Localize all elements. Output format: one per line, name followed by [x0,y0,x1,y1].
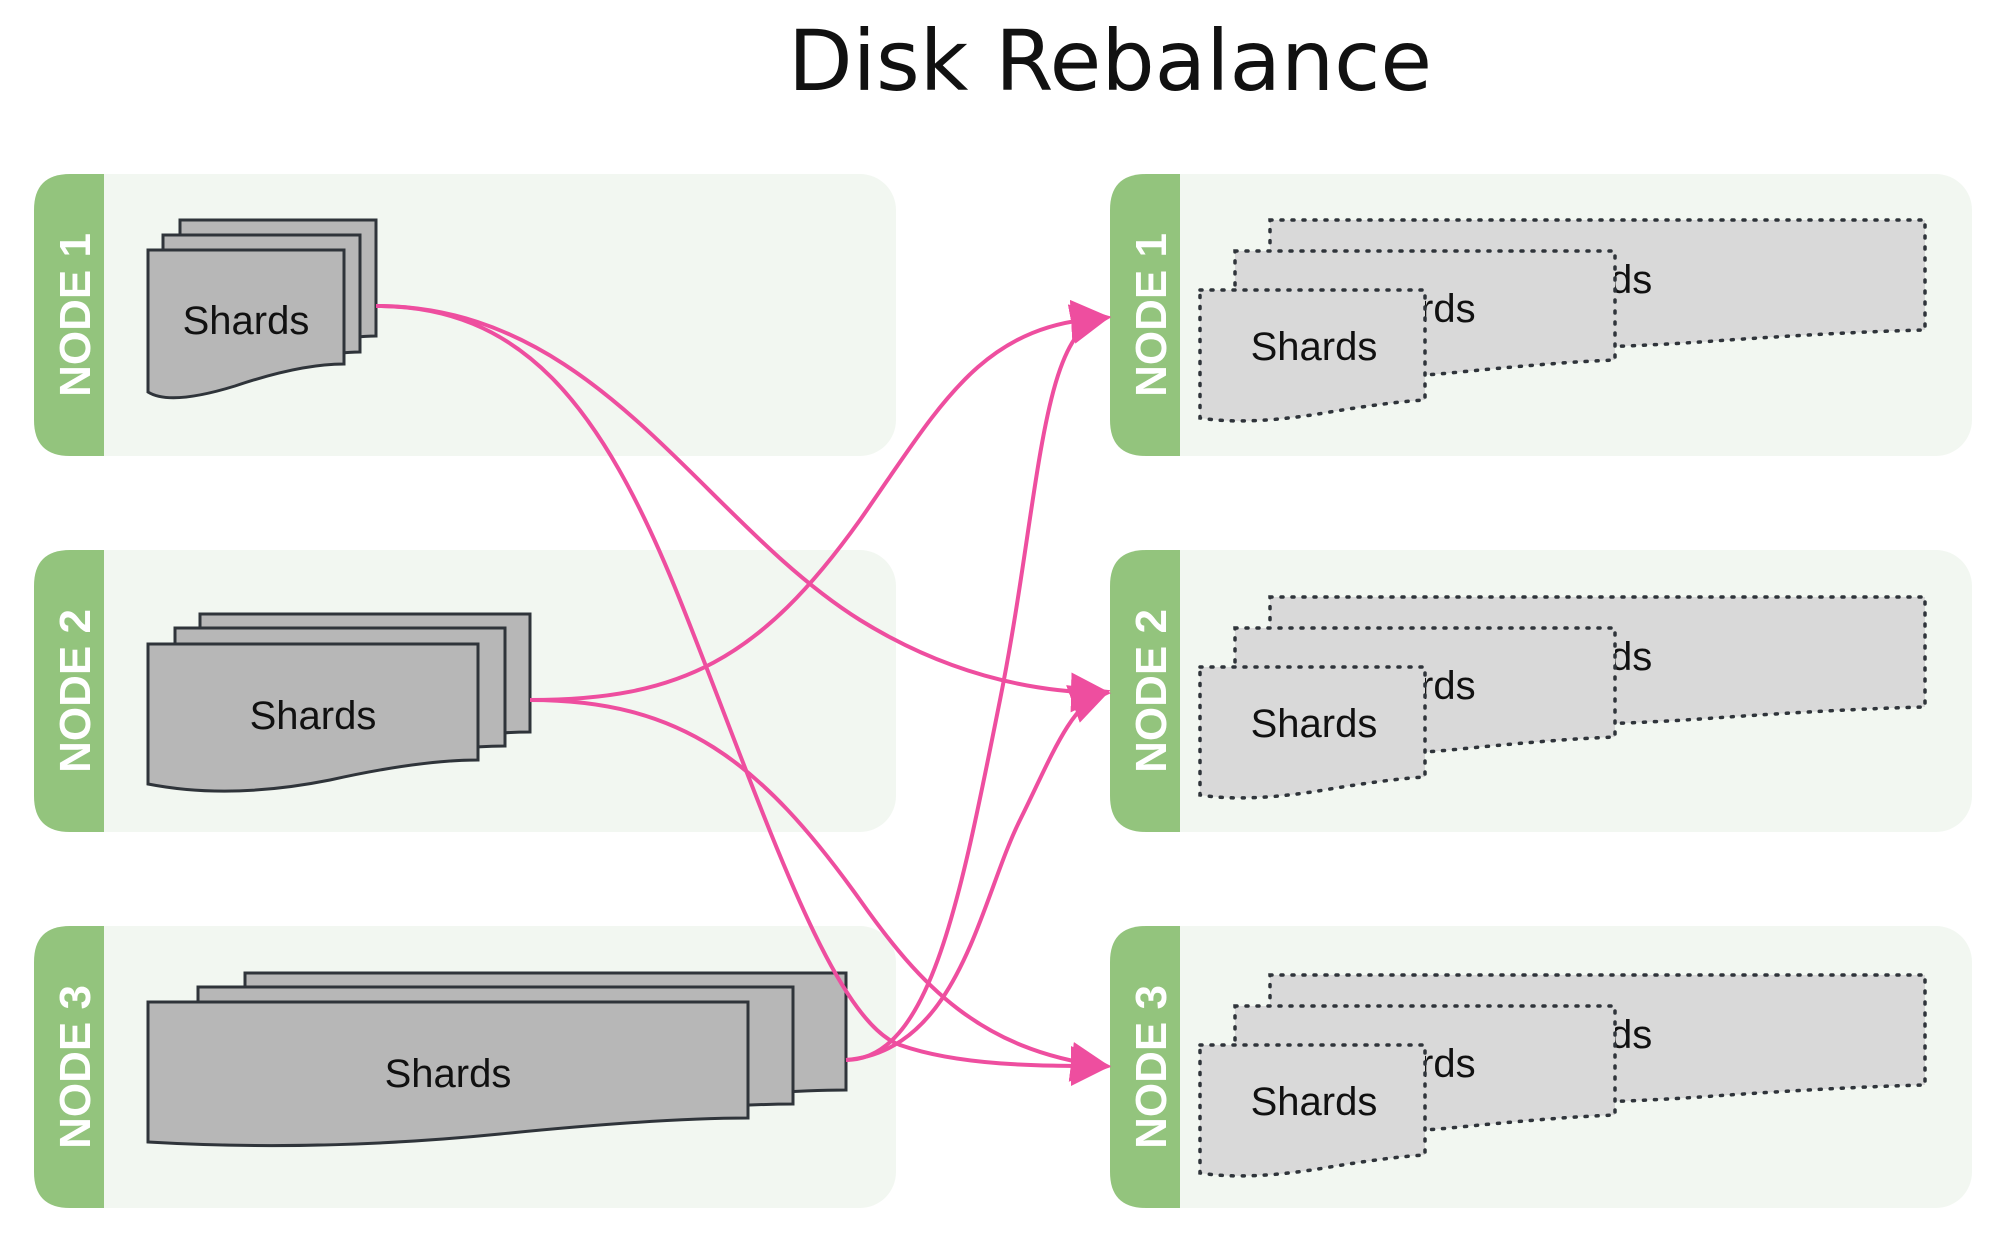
diagram-title: Disk Rebalance [788,12,1432,110]
shard-label: Shards [250,694,377,738]
shard-label-middle: rds [1420,1042,1476,1086]
node-tab [34,174,104,456]
node-label: NODE 3 [51,985,100,1149]
shard-stack: Shards [146,218,378,400]
source-node-3: NODE 3 Shards [34,926,896,1208]
shard-label-back: ds [1610,635,1652,679]
arrow-source-node-2-to-target-node-3 [529,698,1111,1082]
dotted-shard-stack: ds rds Shards [1198,218,1927,423]
node-label: NODE 3 [1127,985,1176,1149]
target-node-2: NODE 2 ds rds Shards [1110,550,1972,832]
dotted-shard-stack: ds rds Shards [1198,973,1927,1178]
shard-label-back: ds [1610,1013,1652,1057]
node-label: NODE 2 [51,609,100,773]
node-tab [1110,926,1180,1208]
shard-stack: Shards [146,971,848,1148]
arrow-source-node-3-to-target-node-2 [845,685,1111,1062]
shard-label-middle: rds [1420,287,1476,331]
arrow-source-node-1-to-target-node-2 [375,304,1111,713]
shard-label: Shards [385,1052,512,1096]
source-node-1: NODE 1 Shards [34,174,896,456]
shard-label-middle: rds [1420,664,1476,708]
node-tab [1110,174,1180,456]
arrow-source-node-2-to-target-node-1 [529,299,1111,702]
shard-label-front: Shards [1251,325,1378,369]
rebalance-arrows [375,299,1111,1086]
target-node-1: NODE 1 ds rds Shards [1110,174,1972,456]
node-label: NODE 1 [51,233,100,397]
source-node-2: NODE 2 Shards [34,550,896,832]
node-tab [1110,550,1180,832]
node-label: NODE 2 [1127,609,1176,773]
arrow-source-node-3-to-target-node-1 [845,304,1111,1062]
dotted-shard-stack: ds rds Shards [1198,595,1927,800]
node-tab [34,550,104,832]
target-node-3: NODE 3 ds rds Shards [1110,926,1972,1208]
shard-label-front: Shards [1251,702,1378,746]
node-tab [34,926,104,1208]
shard-label-front: Shards [1251,1080,1378,1124]
node-label: NODE 1 [1127,233,1176,397]
shard-label-back: ds [1610,258,1652,302]
shard-stack: Shards [146,612,532,793]
arrow-source-node-1-to-target-node-3 [375,304,1111,1086]
shard-label: Shards [183,299,310,343]
